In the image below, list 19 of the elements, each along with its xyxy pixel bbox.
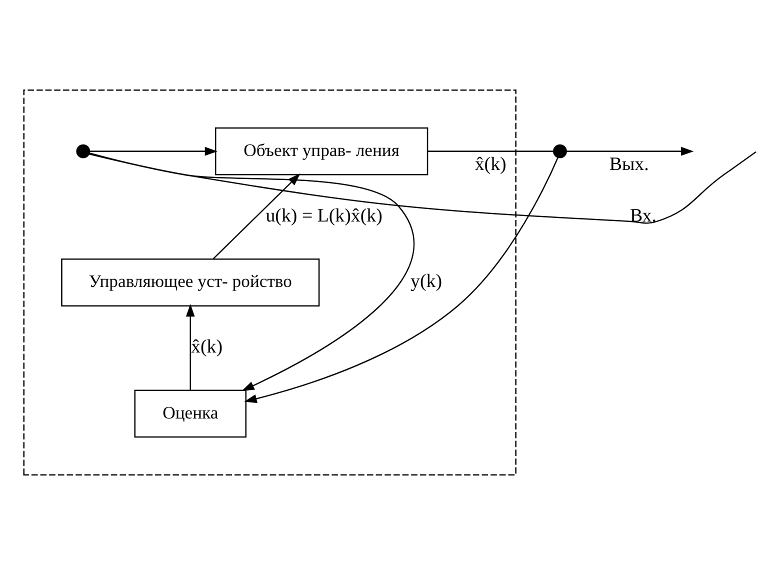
arrow [88,153,414,392]
node-box: Управляющее уст- ройство [61,258,320,306]
node-circle [76,144,90,158]
arrow [186,304,195,390]
arrow [566,146,694,156]
node-box: Оценка [134,390,247,438]
node-circle [553,144,567,158]
edge-label: x̂(k) [191,336,223,358]
edge-label: x̂(k) [474,154,506,176]
arrow [90,146,218,156]
node-box: Объект управ- ления [214,127,428,176]
edge-label: u(k) = L(k)x̂(k) [266,205,382,226]
arrow [244,157,558,404]
edge-label: y(k) [410,270,442,292]
connector [89,151,756,224]
edge-label: Вх. [630,205,656,226]
cluster [23,90,516,476]
edge-label: Вых. [609,154,649,176]
connector [428,150,554,152]
